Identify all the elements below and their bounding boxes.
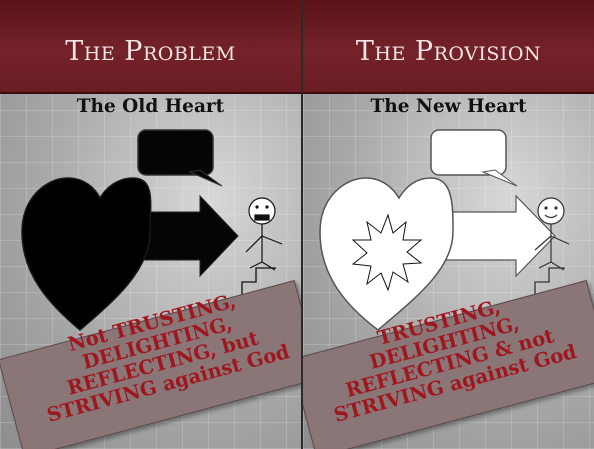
speech-bubble-icon [137,129,223,187]
new-heart-illustration [319,129,570,331]
arrow-icon [442,194,556,278]
stick-figure-icon [534,197,570,271]
stick-figure-icon [245,197,283,271]
panel-header: The Provision [303,0,594,94]
problem-title: The Problem [65,36,236,67]
new-heart-subtitle: The New Heart [370,96,527,117]
step-icon [534,267,565,300]
problem-panel: The Problem The Old Heart [0,0,301,449]
step-icon [241,267,276,300]
panel-divider [301,0,303,449]
old-heart-illustration [21,129,283,331]
provision-title: The Provision [355,36,542,67]
provision-panel: The Provision The New Heart [303,0,594,449]
speech-bubble-icon [430,129,518,187]
heart-icon [21,177,152,331]
starburst-icon [351,213,423,292]
old-heart-subtitle: The Old Heart [76,96,225,117]
panel-header: The Problem [0,0,301,94]
